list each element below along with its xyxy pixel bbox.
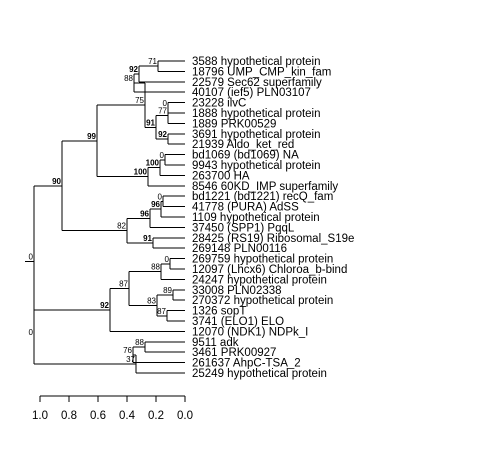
support-value: 0 xyxy=(158,192,163,201)
leaf-label: 269148 PLN00116 xyxy=(192,243,287,255)
leaf-label: 3588 hypothetical protein xyxy=(192,56,321,68)
support-value: 71 xyxy=(148,57,157,66)
support-value: 82 xyxy=(117,222,126,231)
support-value: 92 xyxy=(158,130,167,139)
leaf-label: 28425 (RS19) Ribosomal_S19e xyxy=(192,233,354,245)
leaf-label: 269759 hypothetical protein xyxy=(192,254,333,266)
leaf-label: 1888 hypothetical protein xyxy=(192,108,321,120)
support-value: 92 xyxy=(129,65,138,74)
leaf-label: 22579 Sec62 superfamily xyxy=(192,77,322,89)
leaf-label: 263700 HA xyxy=(192,170,250,182)
axis-tick-label: 0.8 xyxy=(61,410,77,422)
support-value: 100 xyxy=(146,159,160,168)
leaf-label: 3691 hypothetical protein xyxy=(192,129,321,141)
support-value: 77 xyxy=(158,107,167,116)
support-value: 0 xyxy=(163,99,168,108)
support-value: 89 xyxy=(163,286,172,295)
axis-tick-label: 0.6 xyxy=(90,410,106,422)
support-value: 87 xyxy=(119,280,128,289)
support-value: 90 xyxy=(52,177,61,186)
leaf-label: 33008 PLN02338 xyxy=(192,285,282,297)
leaf-label: 37450 (SPP1) PqqL xyxy=(192,222,295,234)
support-value: 88 xyxy=(124,74,133,83)
scale-axis: 1.0 0.8 0.6 0.4 0.2 0.0 xyxy=(32,395,193,422)
support-value: 0 xyxy=(165,255,170,264)
leaf-label: 12070 (NDK1) NDPk_I xyxy=(192,326,308,338)
support-value: 88 xyxy=(151,263,160,272)
axis-tick-label: 0.4 xyxy=(119,410,136,422)
leaf-label: 18796 UMP_CMP_kin_fam xyxy=(192,66,331,78)
support-value: 99 xyxy=(87,132,96,141)
leaf-label: 1326 sopT xyxy=(192,306,246,318)
leaf-label: 3741 (ELO1) ELO xyxy=(192,316,284,328)
support-value: 92 xyxy=(100,301,109,310)
support-value: 100 xyxy=(134,168,148,177)
tree-branches xyxy=(25,60,185,374)
support-value: 96 xyxy=(140,209,149,218)
support-value: 0 xyxy=(29,252,34,261)
leaf-label: 1889 PRK00529 xyxy=(192,118,276,130)
leaf-label: 41778 (PURA) AdSS xyxy=(192,202,299,214)
support-values: 7192880779291750100100990969691829008889… xyxy=(29,57,173,364)
leaf-label: 1109 hypothetical protein xyxy=(192,212,320,224)
axis-tick-label: 0.0 xyxy=(177,410,193,422)
support-value: 83 xyxy=(147,296,156,305)
leaf-label: 3461 PRK00927 xyxy=(192,347,276,359)
support-value: 96 xyxy=(151,200,160,209)
support-value: 0 xyxy=(160,151,165,160)
support-value: 91 xyxy=(143,234,152,243)
support-value: 88 xyxy=(135,338,144,347)
leaf-label: 270372 hypothetical protein xyxy=(192,295,333,307)
leaf-label: 261637 AhpC-TSA_2 xyxy=(192,358,301,370)
support-value: 76 xyxy=(123,346,132,355)
leaf-label: 23228 ilvC xyxy=(192,98,246,110)
leaf-label: 12097 (Lhcx6) Chloroa_b-bind xyxy=(192,264,347,276)
leaf-label: 21939 Aldo_ket_red xyxy=(192,139,294,151)
leaf-label: 9511 adk xyxy=(192,337,239,349)
leaf-label: 40107 (ief5) PLN03107 xyxy=(192,87,311,99)
support-value: 37 xyxy=(126,355,135,364)
leaf-label: 9943 hypothetical protein xyxy=(192,160,321,172)
support-value: 75 xyxy=(135,96,144,105)
leaf-label: 25249 hypothetical protein xyxy=(192,368,327,380)
leaf-label: bd1069 (bd1069) NA xyxy=(192,150,299,162)
leaf-label: bd1221 (bd1221) recQ_fam xyxy=(192,191,333,203)
support-value: 0 xyxy=(29,328,34,337)
support-value: 87 xyxy=(157,307,166,316)
leaf-label: 8546 60KD_IMP superfamily xyxy=(192,181,338,193)
support-value: 91 xyxy=(146,118,155,127)
axis-tick-label: 0.2 xyxy=(148,410,164,422)
axis-tick-label: 1.0 xyxy=(32,410,48,422)
leaf-label: 24247 hypothetical protein xyxy=(192,274,327,286)
